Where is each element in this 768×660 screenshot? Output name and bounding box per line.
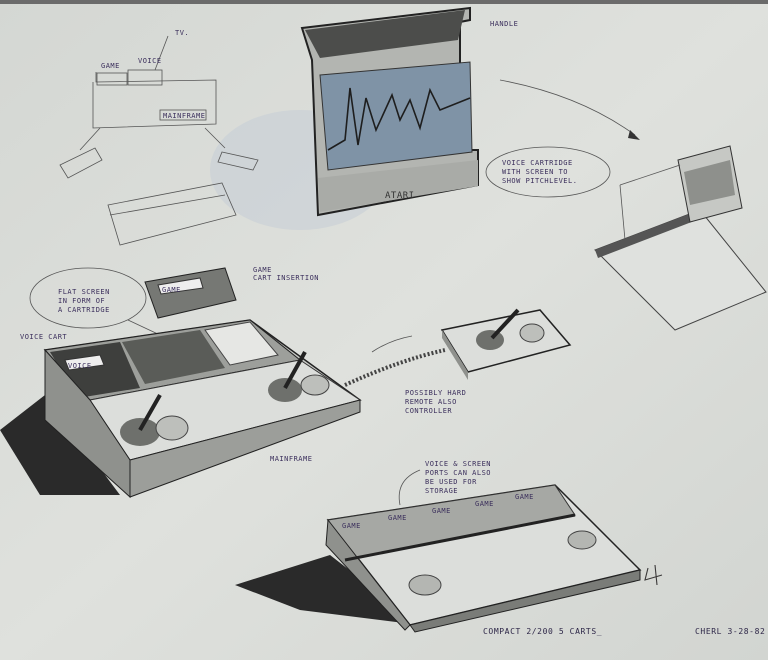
voice-cartridge-illustration: ATARI HANDLE VOICE CARTRIDGE WITH SCREEN…	[300, 6, 640, 217]
voice-slot-label: VOICE	[68, 362, 92, 370]
bubble-line-1: VOICE CARTRIDGE	[502, 159, 573, 167]
controller-note-2: REMOTE ALSO	[405, 398, 457, 406]
compact-console: VOICE & SCREEN PORTS CAN ALSO BE USED FO…	[235, 460, 663, 633]
open-console-sketch	[594, 145, 767, 331]
bubble-line-2: WITH SCREEN TO	[502, 168, 568, 176]
compact-slot-4: GAME	[475, 500, 494, 508]
signature: CHERL 3-28-82	[695, 627, 765, 636]
schematic-top-left: GAME VOICE TV. MAINFRAME	[59, 29, 259, 246]
game-label: GAME	[101, 62, 120, 70]
handle-label: HANDLE	[490, 20, 518, 28]
flat-screen-bubble: FLAT SCREEN IN FORM OF A CARTRIDGE	[29, 267, 161, 336]
flat-screen-line-2: IN FORM OF	[58, 297, 105, 305]
remote-controller: POSSIBLY HARD REMOTE ALSO CONTROLLER	[344, 308, 572, 415]
compact-note-3: BE USED FOR	[425, 478, 477, 486]
flat-screen-line-1: FLAT SCREEN	[58, 288, 110, 296]
game-cartridge: GAME GAME CART INSERTION	[144, 266, 319, 319]
compact-slot-5: GAME	[515, 493, 534, 501]
controller-note-1: POSSIBLY HARD	[405, 389, 466, 397]
game-cart-caption-2: CART INSERTION	[253, 274, 319, 282]
compact-note-4: STORAGE	[425, 487, 458, 495]
game-cart-label: GAME	[162, 286, 181, 294]
mainframe-console: VOICE VOICE CART MAINFRAME	[0, 319, 362, 499]
compact-slot-3: GAME	[432, 507, 451, 515]
compact-note-2: PORTS CAN ALSO	[425, 469, 491, 477]
flat-screen-line-3: A CARTRIDGE	[58, 306, 110, 314]
mainframe-label: MAINFRAME	[163, 112, 205, 120]
voice-label: VOICE	[138, 57, 162, 65]
controller-note-3: CONTROLLER	[405, 407, 452, 415]
mainframe-caption: MAINFRAME	[270, 455, 312, 463]
cartridge-logo: ATARI	[385, 191, 415, 201]
compact-note-1: VOICE & SCREEN	[425, 460, 491, 468]
compact-slot-labels: GAME GAME GAME GAME GAME	[342, 493, 534, 530]
compact-slot-2: GAME	[388, 514, 407, 522]
voice-cart-label: VOICE CART	[20, 333, 67, 341]
game-cart-caption-1: GAME	[253, 266, 272, 274]
compact-slot-1: GAME	[342, 522, 361, 530]
voice-cartridge-bubble	[485, 146, 611, 198]
bubble-line-3: SHOW PITCHLEVEL.	[502, 177, 577, 185]
top-edge	[0, 0, 768, 4]
footer-caption: COMPACT 2/200 5 CARTS_	[483, 627, 602, 636]
tv-label: TV.	[175, 29, 189, 37]
